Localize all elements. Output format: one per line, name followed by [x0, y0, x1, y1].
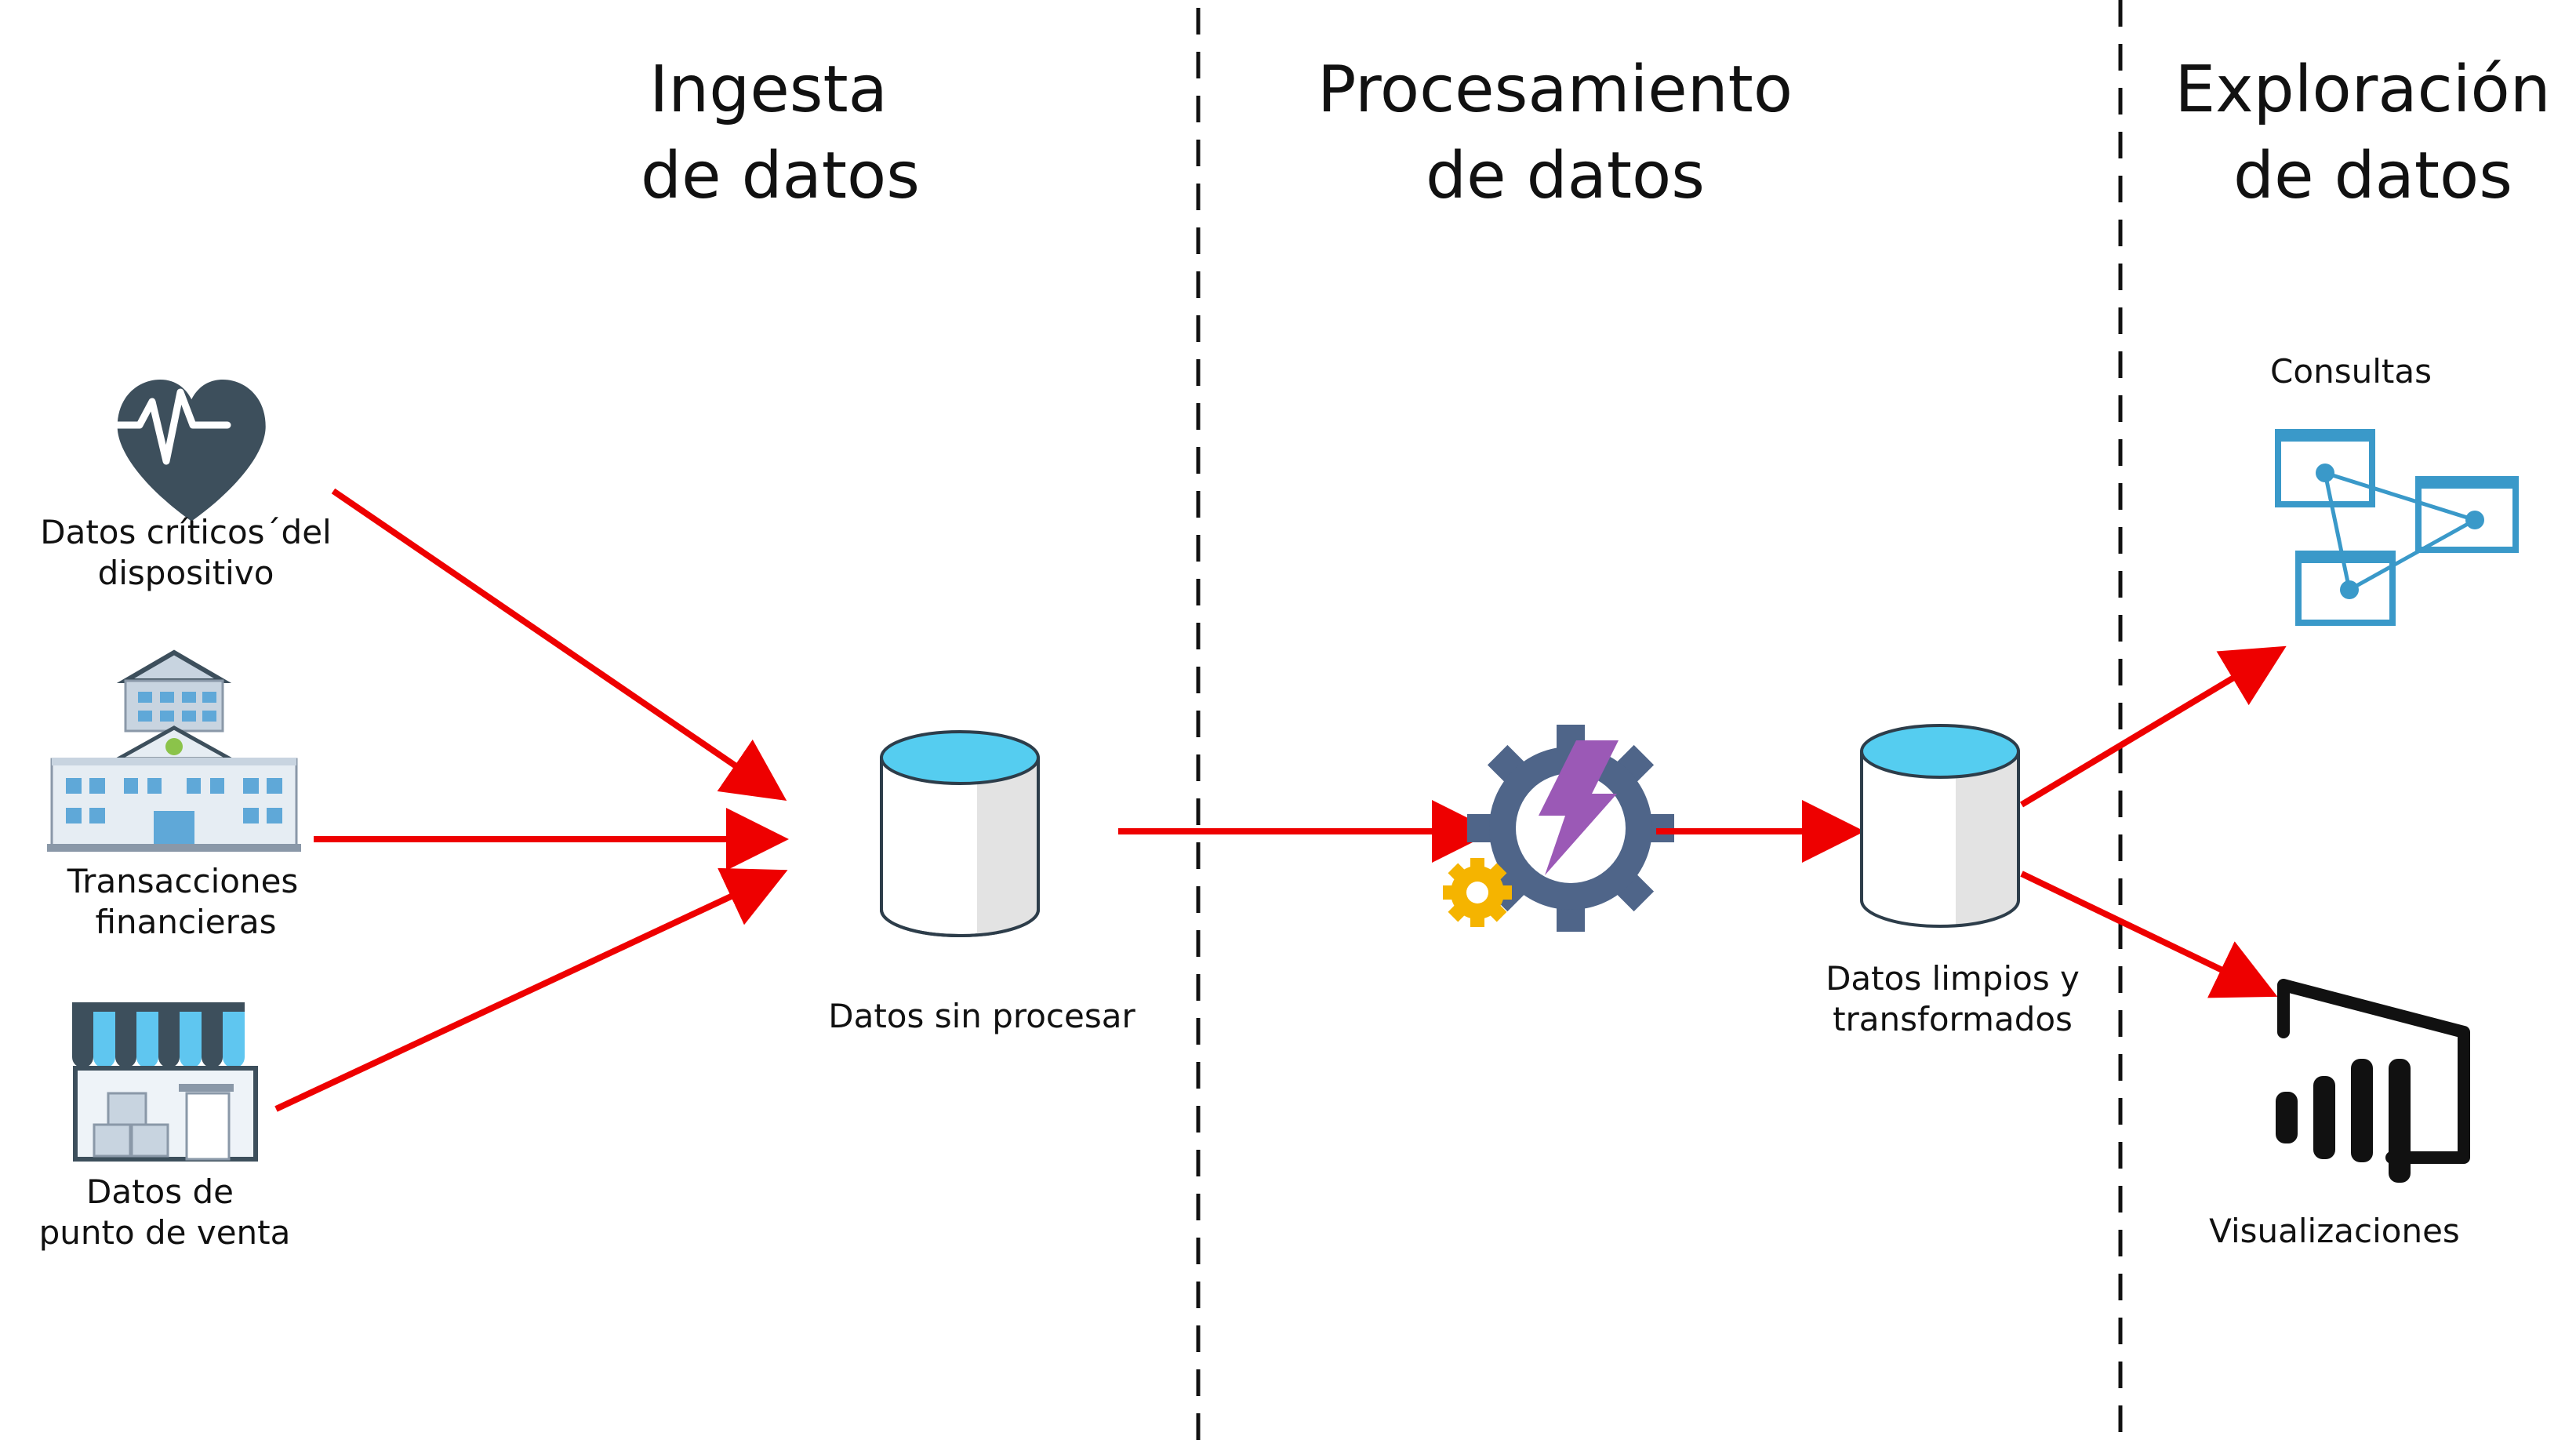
clean-store-line1: Datos limpios y — [1826, 959, 2080, 998]
store-front-icon — [72, 1002, 258, 1162]
arrow-device-to-raw — [331, 488, 787, 802]
bank-building-icon — [47, 649, 301, 852]
heading-process: Procesamiento de datos — [1317, 53, 1793, 213]
source-finance-line1: Transacciones — [67, 862, 299, 900]
heading-explore-line2: de datos — [2233, 139, 2512, 213]
heart-pulse-icon — [100, 379, 266, 522]
heading-explore-line1: Exploración — [2175, 53, 2550, 127]
clean-store-line2: transformados — [1833, 1000, 2073, 1038]
gear-lightning-icon — [1443, 725, 1674, 932]
source-device-line1: Datos críticos´del — [40, 513, 331, 551]
heading-ingest-line1: Ingesta — [649, 53, 888, 127]
heading-process-line1: Procesamiento — [1317, 53, 1793, 127]
heading-explore: Exploración de datos — [2175, 53, 2550, 213]
output-visuals-label: Visualizaciones — [2209, 1212, 2460, 1250]
source-device-line2: dispositivo — [98, 554, 274, 592]
database-cylinder-icon — [880, 730, 1040, 937]
arrow-clean-to-queries — [2019, 645, 2287, 808]
raw-store-label: Datos sin procesar — [828, 997, 1135, 1035]
arrow-pos-to-raw — [274, 867, 788, 1112]
output-queries-label: Consultas — [2270, 352, 2432, 391]
source-finance-line2: financieras — [96, 903, 277, 941]
heading-process-line2: de datos — [1426, 139, 1705, 213]
heading-ingest: Ingesta de datos — [641, 53, 920, 213]
query-windows-icon — [2275, 429, 2519, 626]
source-pos-line1: Datos de — [86, 1173, 234, 1211]
power-bi-icon — [2276, 979, 2470, 1183]
arrow-clean-to-visuals — [2020, 871, 2278, 998]
database-cylinder-icon — [1860, 724, 2020, 928]
heading-ingest-line2: de datos — [641, 139, 920, 213]
source-pos-line2: punto de venta — [39, 1213, 291, 1252]
